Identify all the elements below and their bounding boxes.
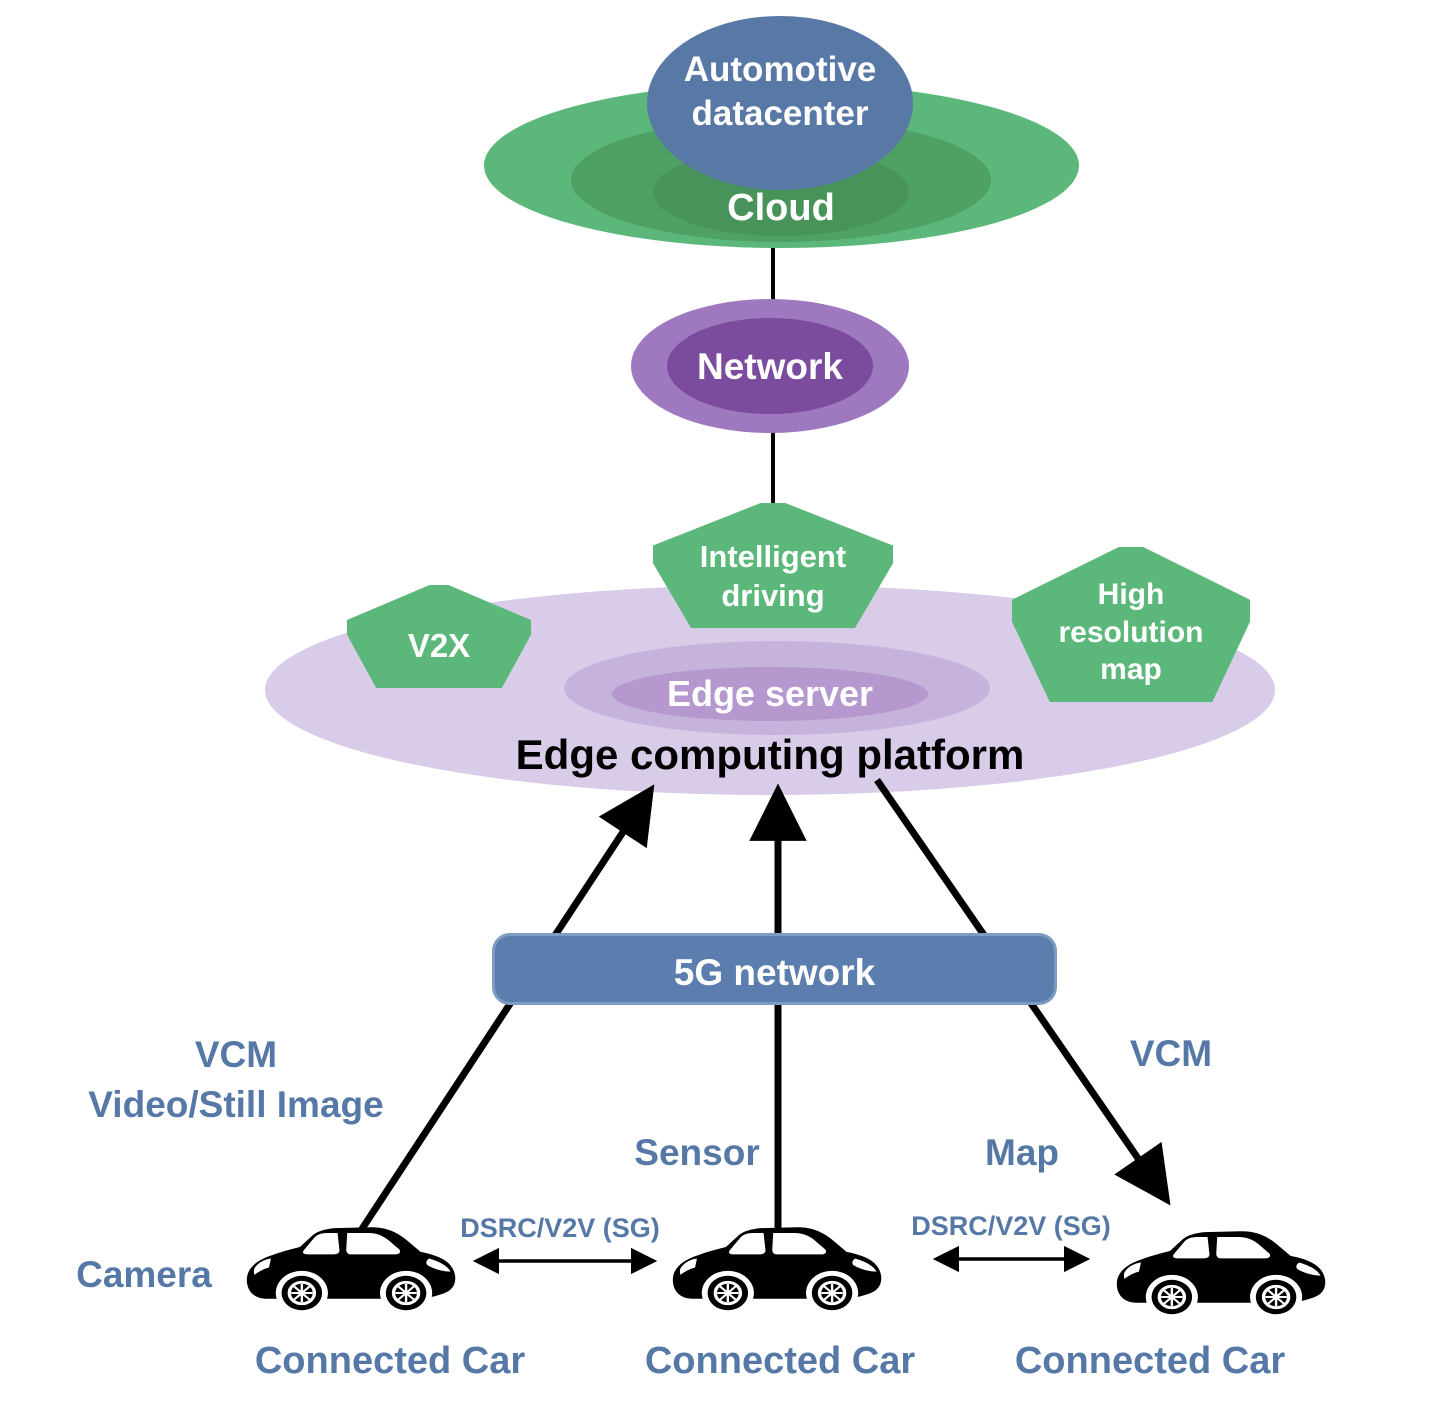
- camera-label: Camera: [76, 1254, 212, 1295]
- map-label: Map: [985, 1132, 1059, 1173]
- car-icon: [1112, 1228, 1334, 1320]
- pentagon-intelligent-driving: Intelligent driving: [653, 503, 893, 628]
- network-label: Network: [697, 346, 843, 387]
- vcm-video-label: VCM Video/Still Image: [36, 1030, 436, 1130]
- cloud-label: Cloud: [727, 187, 835, 229]
- pentagon-v2x: V2X: [347, 585, 531, 688]
- pentagon-high-resolution-map: High resolution map: [1012, 547, 1250, 702]
- connected-car-label: Connected Car: [1014, 1340, 1286, 1382]
- connected-car-label: Connected Car: [644, 1340, 916, 1382]
- car-icon: [668, 1224, 890, 1316]
- automotive-datacenter-label-line1: Automotive: [683, 50, 877, 89]
- high-resolution-map-label-line1: High: [1097, 578, 1165, 612]
- high-resolution-map-label-line3: map: [1100, 653, 1162, 687]
- automotive-datacenter-label: Automotive datacenter: [647, 48, 913, 136]
- automotive-datacenter-label-line2: datacenter: [691, 93, 869, 133]
- five-g-network-label: 5G network: [673, 952, 876, 993]
- network-ellipse-inner: [667, 318, 873, 414]
- sensor-label: Sensor: [634, 1132, 760, 1173]
- pentagon-high-resolution-map-shape: [1012, 547, 1250, 702]
- edge-server-label: Edge server: [666, 673, 874, 714]
- pentagon-v2x-shape: [347, 585, 531, 688]
- five-g-network-bar: [492, 933, 1057, 1005]
- edge-platform-label: Edge computing platform: [515, 731, 1025, 778]
- vcm-label-right: VCM: [1129, 1033, 1213, 1074]
- vcm-video-label-line1: VCM: [194, 1034, 278, 1075]
- dsrc-label-right: DSRC/V2V (SG): [911, 1211, 1111, 1241]
- intelligent-driving-label-line2: driving: [721, 577, 825, 613]
- edge-server-ellipse: [612, 667, 928, 721]
- vcm-video-label-line2: Video/Still Image: [88, 1083, 384, 1125]
- dsrc-label-left: DSRC/V2V (SG): [460, 1213, 660, 1243]
- automotive-datacenter-ellipse: [647, 16, 913, 190]
- pentagon-intelligent-driving-shape: [653, 503, 893, 628]
- v2x-label: V2X: [407, 626, 471, 664]
- intelligent-driving-label-line1: Intelligent: [699, 538, 847, 574]
- high-resolution-map-label-line2: resolution: [1058, 615, 1204, 649]
- uplink-arrow-left: [353, 784, 655, 1240]
- connected-car-label: Connected Car: [254, 1340, 526, 1382]
- car-icon: [242, 1224, 464, 1316]
